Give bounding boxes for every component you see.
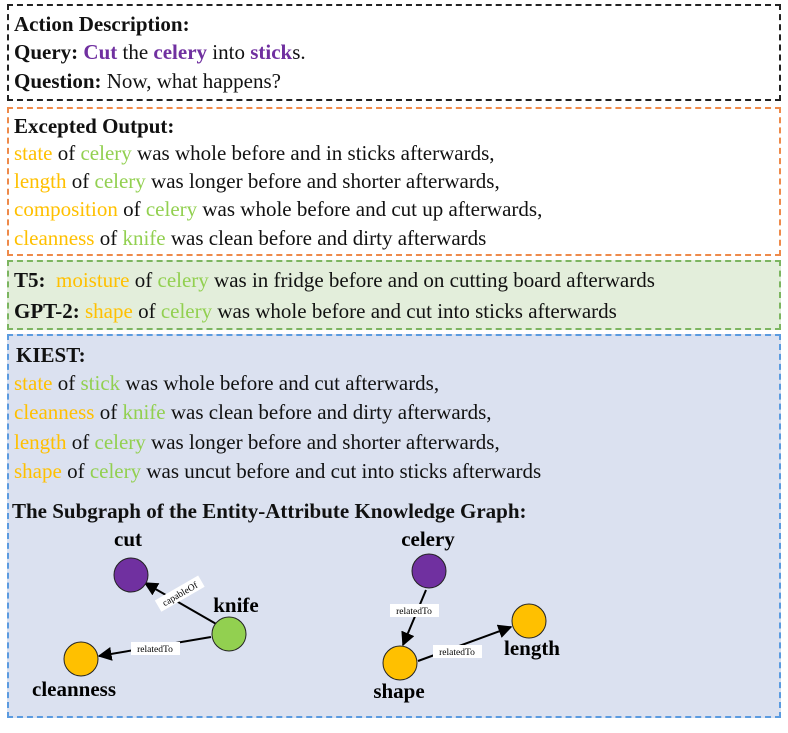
- question-text: Now, what happens?: [101, 69, 281, 93]
- model-label: T5:: [14, 268, 46, 292]
- of-text: of: [66, 430, 95, 454]
- attribute-text: cleanness: [14, 226, 95, 250]
- of-text: of: [117, 197, 146, 221]
- expected-line: length of celery was longer before and s…: [14, 167, 500, 195]
- entity-text: celery: [94, 430, 146, 454]
- of-text: of: [61, 459, 90, 483]
- entity-text: celery: [94, 169, 146, 193]
- state-change-text: was in fridge before and on cutting boar…: [208, 268, 655, 292]
- state-change-text: was clean before and dirty afterwards: [165, 226, 487, 250]
- kiest-line: length of celery was longer before and s…: [14, 428, 500, 456]
- node-cleanness: [63, 641, 99, 677]
- edge-knife-cut: [143, 582, 219, 626]
- of-text: of: [94, 400, 123, 424]
- state-change-text: was whole before and in sticks afterward…: [131, 141, 495, 165]
- svg-text:relatedTo: relatedTo: [396, 607, 432, 617]
- attribute-text: length: [14, 169, 67, 193]
- edge-celery-shape: [401, 589, 427, 647]
- question-line: Question: Now, what happens?: [14, 67, 281, 95]
- baselines-box: [7, 260, 781, 330]
- state-change-text: was whole before and cut up afterwards,: [197, 197, 543, 221]
- attribute-text: cleanness: [14, 400, 95, 424]
- node-label-length: length: [504, 636, 560, 660]
- entity-text: celery: [80, 141, 132, 165]
- query-verb: Cut: [83, 40, 118, 64]
- expected-line: composition of celery was whole before a…: [14, 195, 542, 223]
- entity-text: celery: [145, 197, 198, 221]
- query-object: stick: [250, 40, 293, 64]
- node-cut: [113, 557, 149, 593]
- attribute-text: moisture: [56, 268, 130, 292]
- state-change-text: was longer before and shorter afterwards…: [145, 169, 500, 193]
- attribute-text: length: [14, 430, 67, 454]
- baseline-line-t5: T5: moisture of celery was in fridge bef…: [14, 266, 655, 294]
- model-label: GPT-2:: [14, 299, 80, 323]
- of-text: of: [132, 299, 161, 323]
- node-label-shape: shape: [373, 679, 424, 703]
- node-label-cut: cut: [114, 527, 142, 551]
- query-text: into: [207, 40, 251, 64]
- entity-text: celery: [157, 268, 209, 292]
- state-change-text: was clean before and dirty afterwards,: [165, 400, 492, 424]
- query-text: the: [117, 40, 154, 64]
- node-label-knife: knife: [213, 593, 259, 617]
- entity-text: stick: [80, 371, 121, 395]
- query-text: s.: [292, 40, 306, 64]
- of-text: of: [129, 268, 158, 292]
- state-change-text: was longer before and shorter afterwards…: [145, 430, 500, 454]
- node-shape: [382, 645, 418, 681]
- node-length: [511, 603, 547, 639]
- attribute-text: shape: [14, 459, 62, 483]
- of-text: of: [94, 226, 123, 250]
- query-entity: celery: [153, 40, 208, 64]
- node-knife: [211, 616, 247, 652]
- of-text: of: [66, 169, 95, 193]
- graph-title: The Subgraph of the Entity-Attribute Kno…: [12, 499, 527, 523]
- edge-label-relatedto: relatedTo: [433, 645, 482, 658]
- expected-output-box: [7, 107, 781, 256]
- expected-line: cleanness of knife was clean before and …: [14, 224, 486, 252]
- expected-line: state of celery was whole before and in …: [14, 139, 495, 167]
- svg-text:relatedTo: relatedTo: [137, 645, 173, 655]
- node-label-celery: celery: [401, 527, 455, 551]
- entity-text: knife: [122, 226, 166, 250]
- query-label: Query:: [14, 40, 79, 64]
- state-change-text: was whole before and cut afterwards,: [120, 371, 440, 395]
- attribute-text: shape: [84, 299, 133, 323]
- of-text: of: [52, 141, 81, 165]
- query-line: Query: Cut the celery into sticks.: [14, 38, 306, 66]
- node-label-cleanness: cleanness: [32, 677, 116, 701]
- edge-label-relatedto: relatedTo: [390, 604, 439, 617]
- entity-text: knife: [122, 400, 166, 424]
- attribute-text: state: [14, 371, 53, 395]
- svg-text:relatedTo: relatedTo: [439, 648, 475, 658]
- kiest-line: shape of celery was uncut before and cut…: [14, 457, 541, 485]
- entity-text: celery: [89, 459, 142, 483]
- question-label: Question:: [14, 69, 102, 93]
- expected-heading: Excepted Output:: [14, 114, 175, 138]
- of-text: of: [52, 371, 81, 395]
- kiest-line: state of stick was whole before and cut …: [14, 369, 439, 397]
- attribute-text: composition: [14, 197, 118, 221]
- baseline-line-gpt2: GPT-2: shape of celery was whole before …: [14, 297, 617, 325]
- entity-text: celery: [160, 299, 213, 323]
- state-change-text: was uncut before and cut into sticks aft…: [141, 459, 542, 483]
- node-celery: [411, 553, 447, 589]
- kiest-line: cleanness of knife was clean before and …: [14, 398, 492, 426]
- action-description-box: [7, 4, 781, 101]
- edge-label-relatedto: relatedTo: [131, 642, 180, 655]
- state-change-text: was whole before and cut into sticks aft…: [212, 299, 617, 323]
- attribute-text: state: [14, 141, 53, 165]
- action-heading: Action Description:: [14, 12, 190, 36]
- kiest-heading: KIEST:: [16, 343, 86, 367]
